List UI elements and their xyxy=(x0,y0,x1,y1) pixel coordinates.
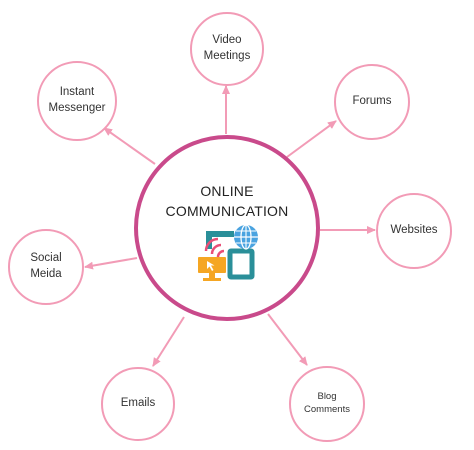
connector-blog-comments xyxy=(267,313,308,366)
connector-forums xyxy=(286,120,337,158)
connector-emails xyxy=(152,316,185,367)
center-title-line-2: COMMUNICATION xyxy=(165,203,289,220)
node-blog-comments: Blog Comments xyxy=(289,366,365,442)
node-forums: Forums xyxy=(334,64,410,140)
center-node-online-communication: ONLINE COMMUNICATION xyxy=(134,135,320,321)
online-communication-icon xyxy=(198,224,258,281)
node-social-media: Social Meida xyxy=(8,229,84,305)
center-title: ONLINE COMMUNICATION xyxy=(138,181,316,222)
node-emails: Emails xyxy=(101,367,175,441)
node-video-meetings: Video Meetings xyxy=(190,12,264,86)
node-websites: Websites xyxy=(376,193,452,269)
connector-social-media xyxy=(84,257,138,270)
connector-instant-messenger xyxy=(103,127,156,165)
center-title-line-1: ONLINE xyxy=(200,183,254,199)
node-instant-messenger: Instant Messenger xyxy=(37,61,117,141)
